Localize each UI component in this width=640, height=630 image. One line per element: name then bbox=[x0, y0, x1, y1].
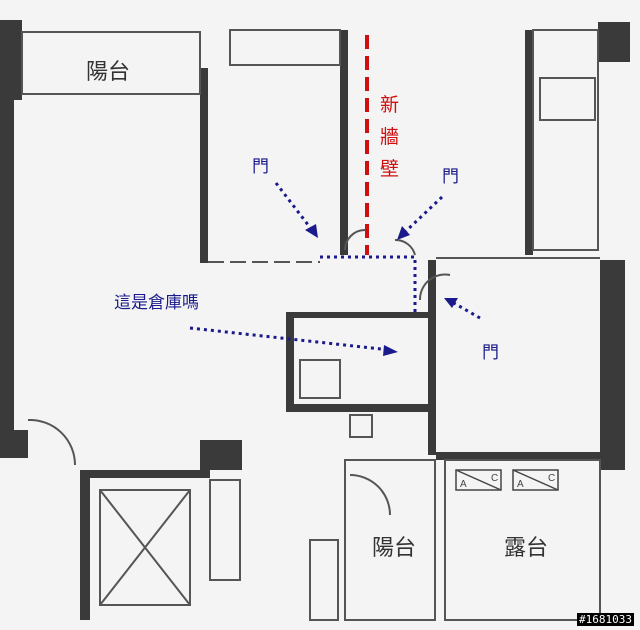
ac-label-a: A bbox=[517, 479, 524, 490]
watermark: #1681033 bbox=[577, 613, 634, 626]
door-label: 門 bbox=[442, 167, 459, 187]
ac-label-c: C bbox=[491, 473, 498, 484]
door-label: 門 bbox=[482, 343, 499, 363]
balcony-top-label: 陽台 bbox=[86, 60, 131, 85]
question-label: 這是倉庫嗎 bbox=[114, 293, 199, 313]
new-wall-char: 牆 bbox=[380, 126, 400, 148]
terrace-label: 露台 bbox=[504, 536, 549, 561]
room-outlines bbox=[21, 29, 601, 621]
annotation-dotted-lines bbox=[189, 182, 481, 352]
new-wall-char: 新 bbox=[380, 94, 400, 116]
walls bbox=[0, 20, 630, 620]
ac-label-c: C bbox=[548, 473, 555, 484]
new-wall-char: 壁 bbox=[380, 158, 400, 180]
ac-label-a: A bbox=[460, 479, 467, 490]
balcony-bottom-label: 陽台 bbox=[372, 536, 417, 561]
arrowheads bbox=[305, 224, 458, 356]
door-label: 門 bbox=[252, 157, 269, 177]
ac-units bbox=[455, 469, 559, 491]
